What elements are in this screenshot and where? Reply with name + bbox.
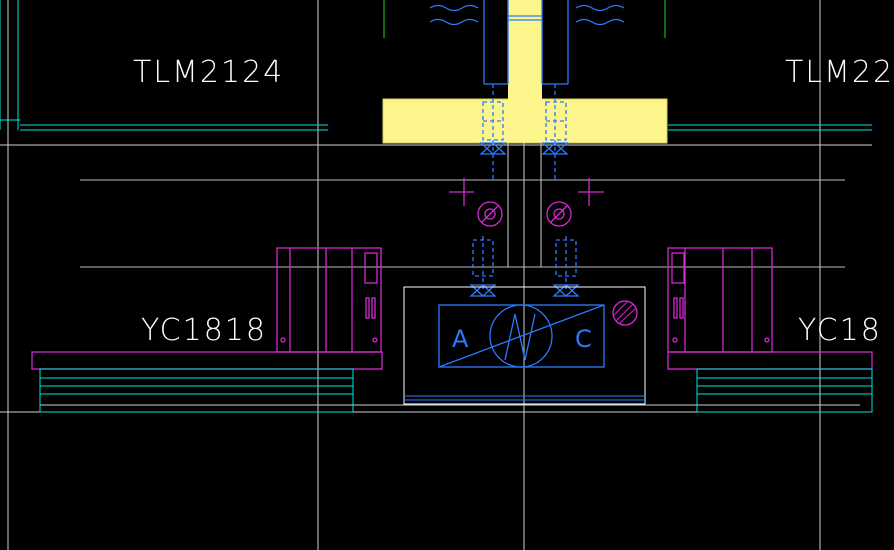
cad-drawing-canvas[interactable] [0, 0, 873, 550]
port-a-label: A [452, 325, 469, 353]
magenta-crosshairs [449, 178, 604, 227]
unit-label-left: YC1818 [141, 313, 267, 348]
window-label-left: TLM2124 [133, 55, 285, 90]
unit-label-right: YC18 [798, 313, 882, 348]
grid-lines [0, 0, 872, 550]
window-label-right: TLM22 [785, 55, 894, 90]
equipment-box [403, 286, 646, 405]
valves-triangles [469, 142, 580, 297]
port-c-label: C [575, 325, 592, 353]
column-yellow [508, 0, 542, 100]
beam-yellow [382, 98, 668, 144]
duct-blue [429, 0, 625, 85]
green-guide-lines [383, 0, 666, 38]
unit-left [31, 247, 383, 370]
base-lines-cyan [39, 368, 873, 413]
valve-blue-dashed [472, 84, 577, 290]
pipe-verticals [507, 143, 542, 267]
unit-right [667, 247, 873, 370]
wall-lines [0, 0, 872, 131]
